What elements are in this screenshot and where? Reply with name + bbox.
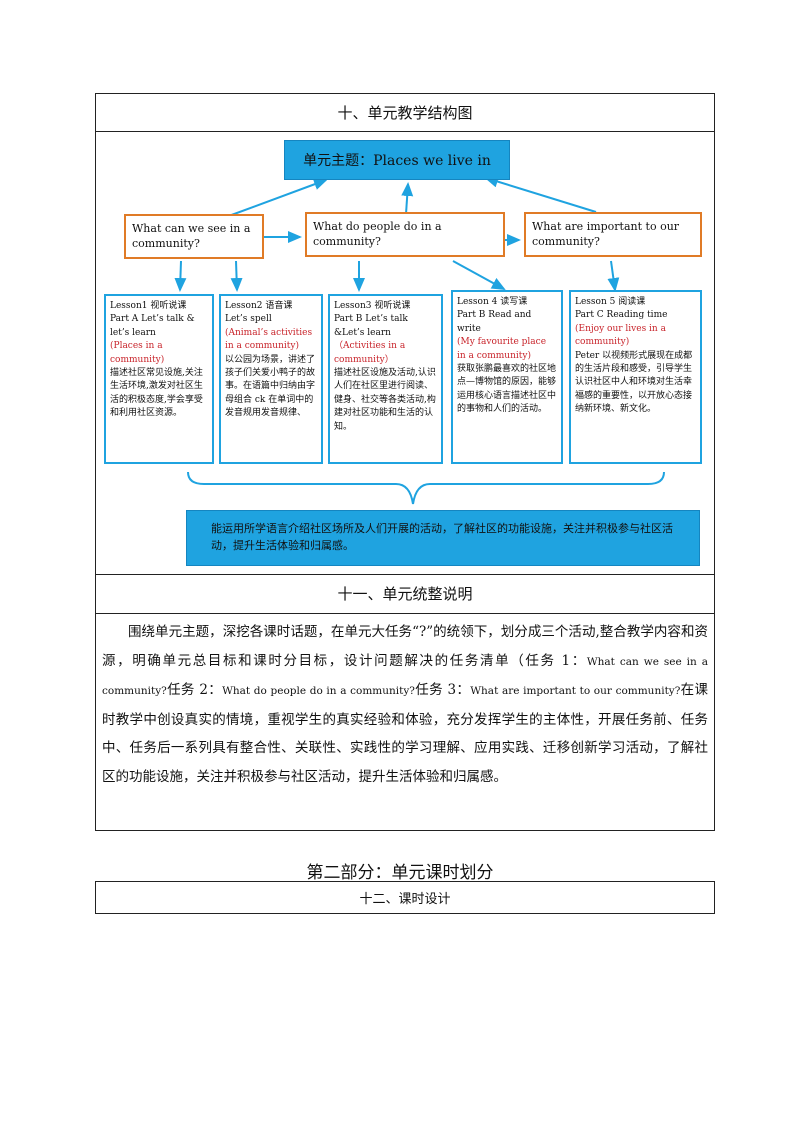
section-11-paragraph: 围绕单元主题，深挖各课时话题，在单元大任务“?”的统领下，划分成三个活动,整合教… (96, 614, 714, 830)
para-text-2: 任务 2： (166, 682, 223, 699)
lesson-5-title: Lesson 5 阅读课 (575, 297, 646, 307)
lesson-1-title: Lesson1 视听说课 (110, 301, 187, 311)
para-text-3: 任务 3： (414, 682, 471, 699)
lesson-4-part: Part B Read and write (457, 310, 532, 334)
section-10-title: 十、单元教学结构图 (96, 94, 714, 132)
lesson-5-description: Peter 以视频形式展现在成都的生活片段和感受，引导学生认识社区中人和环境对生… (575, 350, 693, 415)
unit-theme-box: 单元主题：Places we live in (284, 140, 510, 180)
diagram-arrows (174, 175, 665, 505)
unit-structure-diagram: 单元主题：Places we live in What can we see i… (96, 132, 714, 574)
para-text-4: 在课时教学中创设真实的情境，重视学生的真实经验和体验，充分发挥学生的主体性，开展… (102, 682, 709, 785)
lesson-1-description: 描述社区常见设施,关注生活环境,激发对社区生活的积极态度,学会享受和利用社区资源… (110, 368, 203, 419)
lesson-2-title: Lesson2 语音课 (225, 301, 293, 311)
lesson-3-part: Part B Let’s talk (334, 314, 408, 325)
para-task-1: What can we see in a community? (102, 655, 708, 698)
lesson-4-topic: (My favourite place in a community) (457, 337, 547, 361)
lesson-card-3: Lesson3 视听说课 Part B Let’s talk &Let’s le… (328, 294, 443, 464)
lesson-card-5: Lesson 5 阅读课 Part C Reading time (Enjoy … (569, 290, 702, 464)
para-task-3: What are important to our community? (470, 685, 681, 698)
unit-goal-box: 能运用所学语言介绍社区场所及人们开展的活动，了解社区的功能设施，关注并积极参与社… (186, 510, 700, 566)
lesson-card-1: Lesson1 视听说课 Part A Let’s talk & let’s l… (104, 294, 214, 464)
lesson-3-topic: （Activities in a community） (334, 341, 406, 365)
divider (96, 574, 714, 575)
question-box-1: What can we see in a community? (124, 214, 264, 259)
lesson-3-part-2: &Let’s learn (334, 327, 391, 338)
unit-structure-table: 十、单元教学结构图 单元主题：Places we li (95, 93, 715, 831)
lesson-3-title: Lesson3 视听说课 (334, 301, 411, 311)
section-12-title: 十二、课时设计 (95, 881, 715, 914)
para-text-1: 围绕单元主题，深挖各课时话题，在单元大任务“?”的统领下，划分成三个活动,整合教… (102, 624, 708, 669)
lesson-2-description: 以公园为场景，讲述了孩子们关爱小鸭子的故事。在语篇中归纳由字母组合 ck 在单词… (225, 354, 316, 419)
lesson-4-title: Lesson 4 读写课 (457, 297, 528, 307)
para-task-2: What do people do in a community? (222, 685, 415, 698)
lesson-5-topic: (Enjoy our lives in a community) (575, 323, 666, 348)
lesson-1-part: Part A Let’s talk & (110, 314, 195, 325)
question-box-3: What are important to our community? (524, 212, 702, 257)
lesson-3-description: 描述社区设施及活动,认识人们在社区里进行阅读、健身、社交等各类活动,构建对社区功… (334, 368, 436, 432)
lesson-1-part-2: let’s learn (110, 327, 156, 338)
lesson-card-2: Lesson2 语音课 Let’s spell (Animal’s activi… (219, 294, 323, 464)
part-2-heading: 第二部分：单元课时划分 (306, 863, 494, 883)
question-box-2: What do people do in a community? (305, 212, 505, 257)
section-11-title: 十一、单元统整说明 (96, 574, 714, 614)
lesson-2-topic: (Animal’s activities in a community) (225, 327, 313, 352)
lesson-1-topic: (Places in a community) (110, 341, 165, 365)
lesson-5-part: Part C Reading time (575, 310, 668, 321)
lesson-2-part: Let’s spell (225, 314, 272, 325)
lesson-4-description: 获取张鹏最喜欢的社区地点—博物馆的原因，能够运用核心语言描述社区中的事物和人们的… (457, 364, 557, 415)
lesson-card-4: Lesson 4 读写课 Part B Read and write (My f… (451, 290, 563, 464)
